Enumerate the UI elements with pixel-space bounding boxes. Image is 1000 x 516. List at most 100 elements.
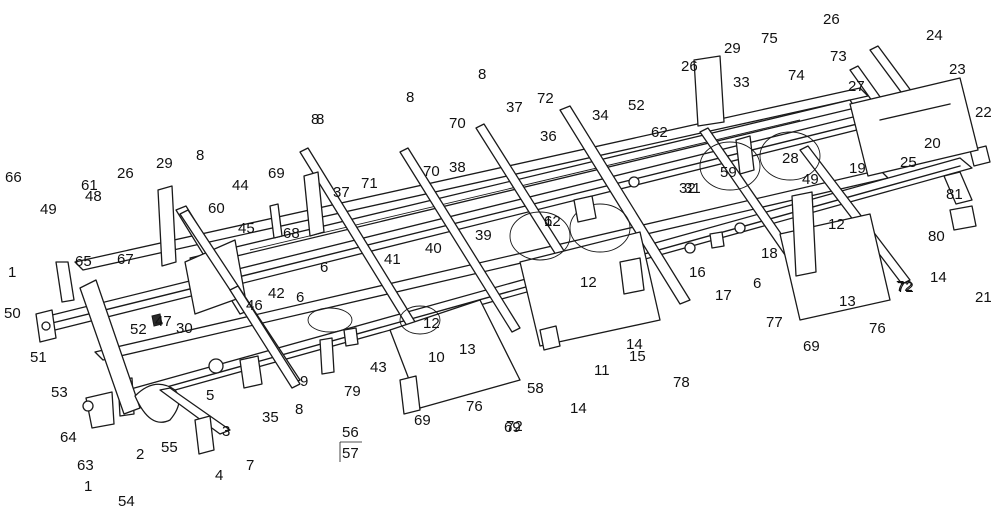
callout-label: 45 (238, 220, 255, 237)
callout-label: 69 (268, 165, 285, 182)
callout-label: 43 (370, 359, 387, 376)
callout-label: 54 (118, 493, 135, 510)
callout-label: 75 (761, 30, 778, 47)
callout-label: 74 (788, 67, 805, 84)
callout-label: 52 (130, 321, 147, 338)
callout-label: 8 (311, 111, 319, 128)
callout-label: 28 (782, 150, 799, 167)
callout-label: 61 (81, 177, 98, 194)
callout-label: 58 (527, 380, 544, 397)
callout-label: 8 (196, 147, 204, 164)
callout-label: 81 (946, 186, 963, 203)
callout-label: 25 (900, 154, 917, 171)
callout-label: 32 (679, 180, 696, 197)
callout-label: 57 (342, 445, 359, 462)
callout-label: 52 (628, 97, 645, 114)
callout-label: 12 (580, 274, 597, 291)
callout-label: 39 (475, 227, 492, 244)
callout-label: 31 (684, 180, 701, 197)
callout-label: 8 (406, 89, 414, 106)
callout-label: 59 (720, 164, 737, 181)
callout-label: 30 (176, 320, 193, 337)
callout-label: 62 (651, 124, 668, 141)
callout-label: 63 (77, 457, 94, 474)
callout-label: 56 (342, 424, 359, 441)
callout-label: 24 (926, 27, 943, 44)
callout-label: 72 (537, 90, 554, 107)
callout-label: 10 (428, 349, 445, 366)
callout-label: 71 (361, 175, 378, 192)
callout-label: 38 (449, 159, 466, 176)
callout-label: 8 (295, 401, 303, 418)
callout-label: 48 (85, 188, 102, 205)
callout-label: 16 (689, 264, 706, 281)
callout-label: 18 (761, 245, 778, 262)
callout-label: 15 (629, 348, 646, 365)
callout-label: 8 (316, 111, 324, 128)
callout-label: 1 (8, 264, 16, 281)
callout-label: 34 (592, 107, 609, 124)
callout-label: 60 (208, 200, 225, 217)
callout-label: 70 (423, 163, 440, 180)
callout-label: 76 (869, 320, 886, 337)
callout-label: 69 (504, 419, 521, 436)
callout-label: 47 (155, 313, 172, 330)
callout-label: 49 (40, 201, 57, 218)
callout-label: 42 (268, 285, 285, 302)
callout-label: 72 (506, 418, 523, 435)
callout-label: 44 (232, 177, 249, 194)
callout-label: 46 (246, 297, 263, 314)
callout-label: 13 (839, 293, 856, 310)
callout-label: 6 (296, 289, 304, 306)
callout-label: 29 (156, 155, 173, 172)
callout-label: 69 (414, 412, 431, 429)
callout-label: 49 (802, 171, 819, 188)
callout-label: 37 (506, 99, 523, 116)
callout-label: 53 (51, 384, 68, 401)
callout-label: 13 (459, 341, 476, 358)
callout-label: 8 (478, 66, 486, 83)
callout-label: 12 (423, 315, 440, 332)
callout-label: 26 (823, 11, 840, 28)
callout-label: 72 (896, 278, 913, 295)
callout-label: 2 (136, 446, 144, 463)
callout-label: 76 (466, 398, 483, 415)
callout-label: 11 (594, 362, 610, 379)
callout-label: 1 (84, 478, 92, 495)
callout-label: 6 (320, 259, 328, 276)
callout-label: 41 (384, 251, 401, 268)
callout-label: 29 (724, 40, 741, 57)
callout-label: 36 (540, 128, 557, 145)
callout-label: 70 (449, 115, 466, 132)
callout-label: 51 (30, 349, 47, 366)
callout-label: 77 (766, 314, 783, 331)
callout-label: 55 (161, 439, 178, 456)
vertical-brackets (303, 55, 817, 277)
callout-labels: 1123456666788888891011121212121313141414… (4, 11, 992, 510)
callout-label: 50 (4, 305, 21, 322)
callout-label: 80 (928, 228, 945, 245)
right-end-frame (849, 77, 979, 177)
callout-label: 72 (897, 279, 914, 296)
callout-label: 65 (75, 253, 92, 270)
callout-label: 6 (544, 213, 552, 230)
callout-label: 12 (828, 216, 845, 233)
callout-label: 33 (733, 74, 750, 91)
axle-circles (307, 131, 821, 335)
callout-leaders (339, 441, 362, 462)
callout-label: 73 (830, 48, 847, 65)
callout-label: 19 (849, 160, 866, 177)
callout-label: 20 (924, 135, 941, 152)
callout-label: 35 (262, 409, 279, 426)
callout-label: 5 (206, 387, 214, 404)
callout-label: 21 (975, 289, 992, 306)
callout-label: 68 (283, 225, 300, 242)
callout-label: 7 (246, 457, 254, 474)
callout-label: 67 (117, 251, 134, 268)
callout-label: 78 (673, 374, 690, 391)
callout-label: 14 (930, 269, 947, 286)
callout-label: 40 (425, 240, 442, 257)
callout-label: 12 (544, 213, 561, 230)
callout-label: 22 (975, 104, 992, 121)
